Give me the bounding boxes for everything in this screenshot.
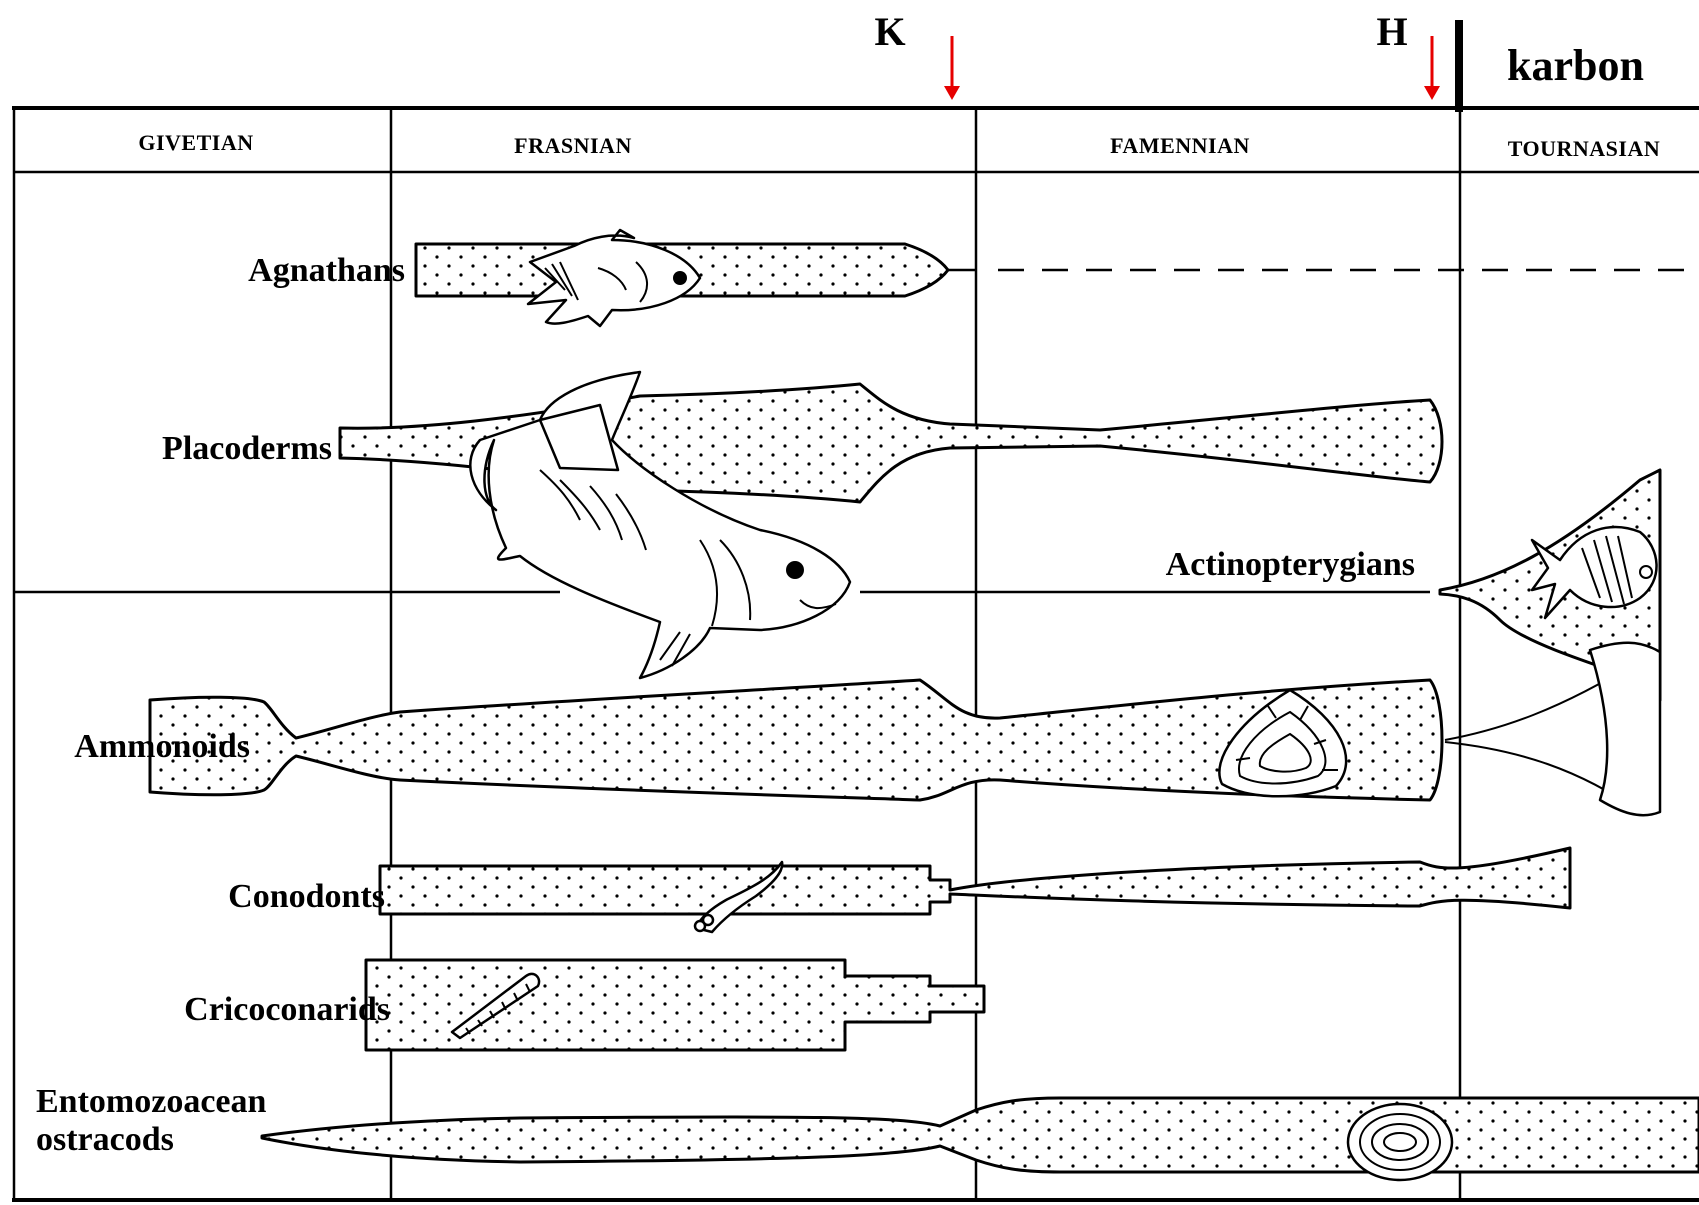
stage-givetian: GIVETIAN [138,130,253,155]
stage-famennian: FAMENNIAN [1110,133,1250,158]
ostracod-shell-icon [1348,1104,1452,1180]
group-entomozoacean-line1: Entomozoacean [36,1083,267,1120]
group-placoderms: Placoderms [162,430,332,467]
group-entomozoacean-line2: ostracods [36,1121,174,1158]
period-label: karbon [1507,41,1644,90]
marker-h-label: H [1376,9,1407,54]
stage-frasnian: FRASNIAN [514,133,632,158]
group-cricoconarids: Cricoconarids [184,991,390,1028]
group-agnathans: Agnathans [248,252,405,289]
entomozoacean-ostracods-range [262,1098,1699,1172]
period-boundary-bar [1455,20,1463,112]
marker-k-arrow [944,36,960,100]
marker-k-label: K [874,9,905,54]
group-actinopterygians: Actinopterygians [1166,546,1415,583]
stage-tournasian: TOURNASIAN [1508,136,1661,161]
marker-h-arrow [1424,36,1440,100]
group-conodonts: Conodonts [228,878,385,915]
group-ammonoids: Ammonoids [74,728,250,765]
